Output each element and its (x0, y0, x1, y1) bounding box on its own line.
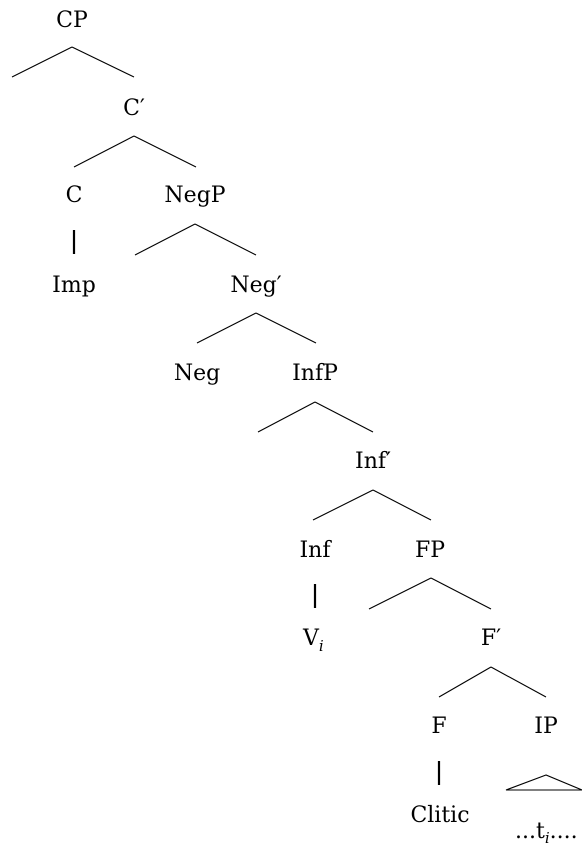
node-negp: NegP (164, 183, 225, 208)
node-inf: Inf (299, 538, 332, 563)
ip-triangle (505, 774, 582, 791)
node-v-subscript: i (319, 637, 324, 655)
node-f-bar: F′ (481, 626, 501, 651)
branch-negbar-right (255, 312, 317, 344)
node-infp: InfP (292, 361, 338, 386)
node-v: Vi (302, 626, 324, 655)
node-trace: ...ti.... (515, 819, 578, 845)
trace-dots: .... (550, 819, 578, 844)
trace-subscript: i (545, 829, 550, 845)
branch-infp-left (257, 401, 316, 433)
branch-fbar-right (490, 666, 547, 698)
node-imp: Imp (52, 273, 96, 298)
branch-negp-left (134, 223, 196, 256)
node-c-bar: C′ (123, 96, 145, 121)
node-f: F (431, 714, 446, 739)
branch-cbar-right (133, 135, 197, 168)
branch-infp-right (314, 401, 374, 433)
branch-fp-left (368, 577, 432, 610)
node-v-main: V (302, 626, 320, 651)
node-ip: IP (534, 714, 558, 739)
branch-cp-left (11, 46, 73, 78)
branch-negp-right (194, 223, 257, 256)
node-neg: Neg (174, 361, 220, 386)
branch-fp-right (430, 577, 492, 610)
node-clitic: Clitic (410, 803, 469, 828)
node-neg-bar: Neg′ (230, 273, 281, 298)
trace-main: ...t (515, 819, 545, 844)
node-inf-bar: Inf′ (355, 449, 391, 474)
branch-fbar-left (438, 666, 492, 698)
node-c: C (66, 183, 83, 208)
branch-negbar-left (196, 312, 257, 344)
branch-infbar-right (372, 489, 432, 521)
branch-cp-right (71, 46, 135, 78)
node-cp: CP (56, 8, 88, 33)
branch-infbar-left (312, 489, 374, 521)
branch-cbar-left (73, 135, 135, 168)
node-fp: FP (415, 538, 445, 563)
